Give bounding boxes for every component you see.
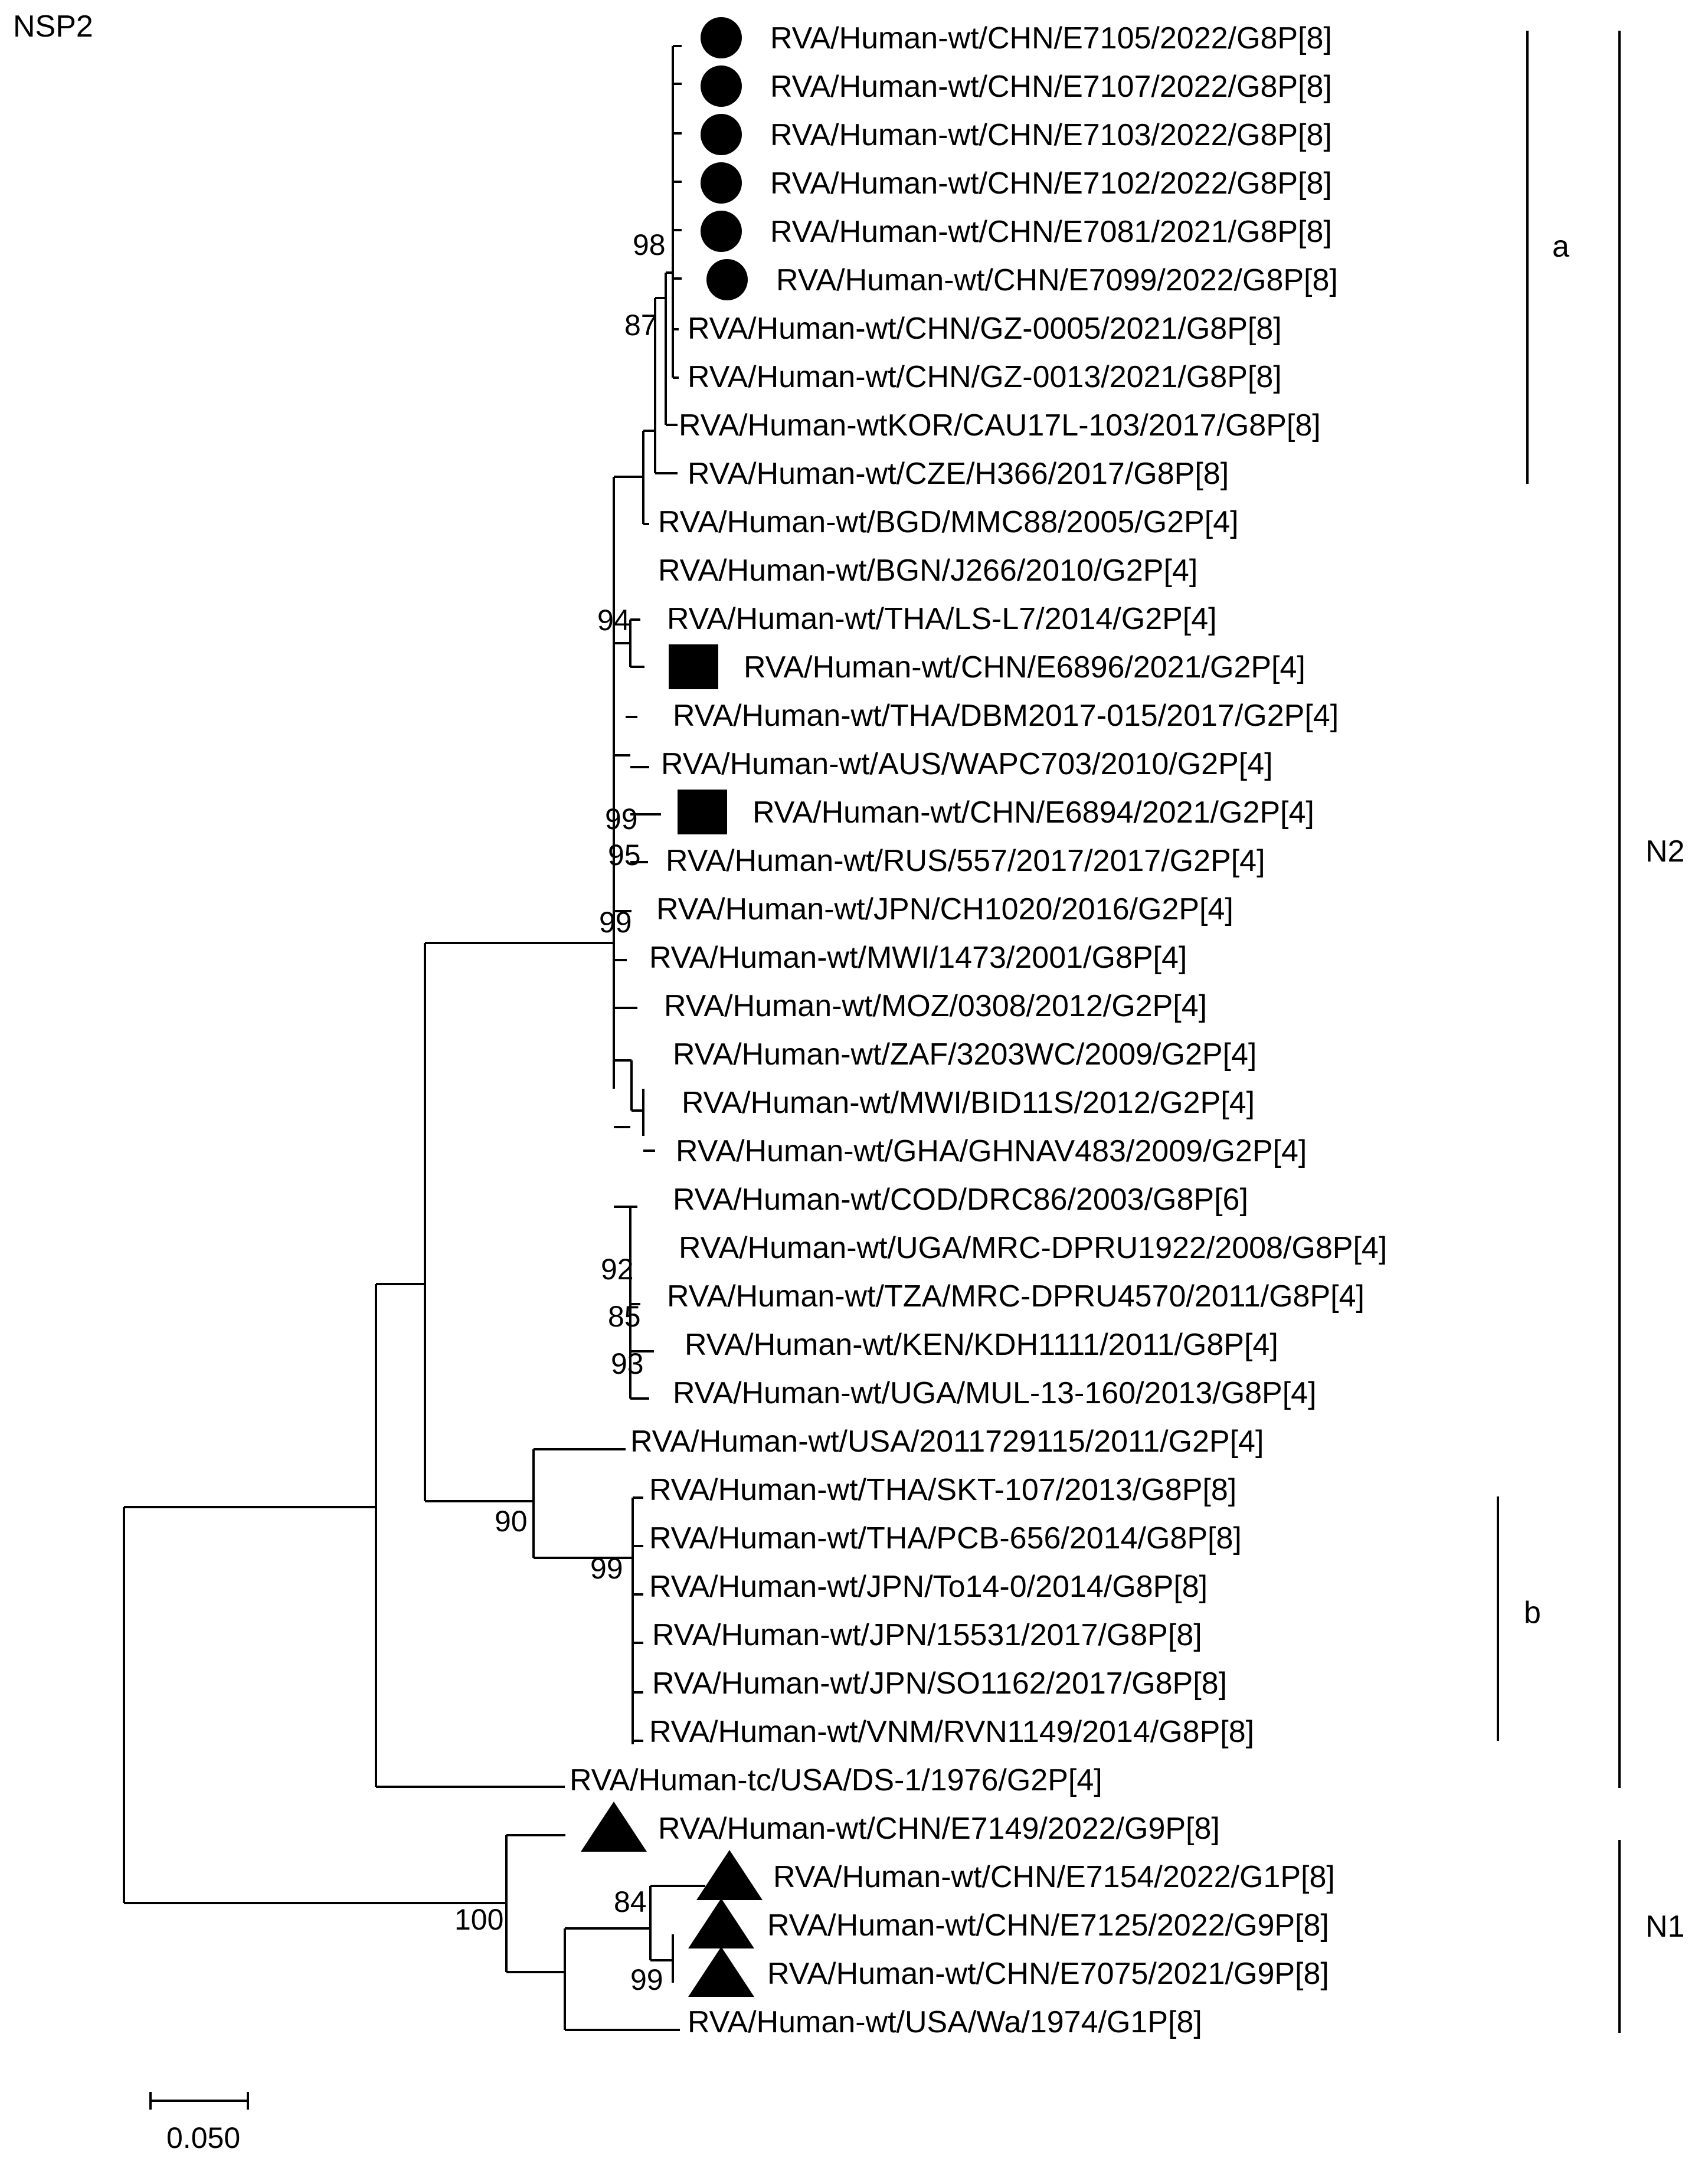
- filled-circle-marker: [701, 211, 742, 252]
- filled-square-marker: [678, 790, 727, 834]
- filled-square-marker: [669, 644, 718, 689]
- taxon-label: RVA/Human-wt/CHN/E7103/2022/G8P[8]: [770, 118, 1332, 152]
- filled-triangle-marker: [688, 1898, 754, 1948]
- taxon-label: RVA/Human-wt/TZA/MRC-DPRU4570/2011/G8P[4…: [667, 1279, 1365, 1314]
- filled-circle-marker: [706, 259, 748, 300]
- taxon-label: RVA/Human-wt/JPN/15531/2017/G8P[8]: [652, 1618, 1202, 1652]
- bootstrap-value: 85: [608, 1300, 641, 1333]
- taxon-label: RVA/Human-wt/JPN/SO1162/2017/G8P[8]: [652, 1666, 1227, 1701]
- bootstrap-value: 95: [608, 839, 641, 872]
- taxon-label: RVA/Human-wt/AUS/WAPC703/2010/G2P[4]: [661, 747, 1273, 781]
- bootstrap-value: 87: [624, 309, 657, 342]
- bootstrap-value: 99: [590, 1552, 623, 1585]
- taxon-label: RVA/Human-wt/ZAF/3203WC/2009/G2P[4]: [673, 1037, 1257, 1072]
- bootstrap-value: 94: [597, 604, 630, 637]
- taxon-label: RVA/Human-wt/JPN/To14-0/2014/G8P[8]: [649, 1570, 1208, 1604]
- taxon-label: RVA/Human-wt/THA/SKT-107/2013/G8P[8]: [649, 1473, 1236, 1507]
- bootstrap-value: 99: [599, 906, 632, 939]
- taxon-label: RVA/Human-wt/USA/2011729115/2011/G2P[4]: [630, 1424, 1264, 1459]
- scale-bar-label: 0.050: [166, 2121, 240, 2154]
- filled-triangle-marker: [696, 1850, 763, 1900]
- taxon-label: RVA/Human-wt/VNM/RVN1149/2014/G8P[8]: [649, 1715, 1254, 1749]
- taxon-label: RVA/Human-wt/USA/Wa/1974/G1P[8]: [688, 2005, 1202, 2039]
- taxon-label: RVA/Human-wt/MWI/BID11S/2012/G2P[4]: [682, 1086, 1255, 1120]
- taxon-label: RVA/Human-wt/CHN/E7125/2022/G9P[8]: [767, 1908, 1329, 1943]
- clade-a-label: a: [1552, 230, 1569, 264]
- taxon-label: RVA/Human-wt/CHN/E7099/2022/G8P[8]: [776, 263, 1338, 297]
- taxon-label: RVA/Human-wt/CHN/E6894/2021/G2P[4]: [752, 795, 1314, 830]
- taxon-label: RVA/Human-wtKOR/CAU17L-103/2017/G8P[8]: [679, 408, 1321, 443]
- taxon-label: RVA/Human-wt/THA/DBM2017-015/2017/G2P[4]: [673, 699, 1339, 733]
- taxon-label: RVA/Human-wt/MOZ/0308/2012/G2P[4]: [664, 989, 1207, 1023]
- taxon-label: RVA/Human-wt/CHN/GZ-0005/2021/G8P[8]: [688, 312, 1282, 346]
- taxon-label: RVA/Human-wt/KEN/KDH1111/2011/G8P[4]: [685, 1328, 1278, 1362]
- taxon-label: RVA/Human-wt/CHN/E7081/2021/G8P[8]: [770, 215, 1332, 249]
- scale-bar: 0.050: [149, 2092, 249, 2154]
- taxon-label: RVA/Human-wt/CHN/E7107/2022/G8P[8]: [770, 70, 1332, 104]
- bootstrap-value: 99: [605, 803, 638, 836]
- taxon-label: RVA/Human-wt/CHN/E6896/2021/G2P[4]: [744, 650, 1305, 685]
- clade-n1-label: N1: [1645, 1910, 1684, 1944]
- taxon-label: RVA/Human-wt/CHN/E7149/2022/G9P[8]: [658, 1812, 1220, 1846]
- taxon-label: RVA/Human-wt/GHA/GHNAV483/2009/G2P[4]: [676, 1134, 1307, 1168]
- taxon-label: RVA/Human-wt/CHN/GZ-0013/2021/G8P[8]: [688, 360, 1282, 394]
- taxon-label: RVA/Human-wt/CHN/E7075/2021/G9P[8]: [767, 1957, 1329, 1991]
- taxon-label: RVA/Human-wt/MWI/1473/2001/G8P[4]: [649, 941, 1187, 975]
- taxon-label: RVA/Human-wt/COD/DRC86/2003/G8P[6]: [673, 1183, 1248, 1217]
- taxon-label: RVA/Human-wt/CHN/E7102/2022/G8P[8]: [770, 166, 1332, 201]
- clade-brackets: a b N2 N1: [1497, 31, 1684, 2033]
- bootstrap-value: 90: [495, 1505, 528, 1538]
- clade-n2-label: N2: [1645, 834, 1684, 869]
- tree-branches: [123, 45, 705, 2031]
- taxon-label: RVA/Human-wt/CHN/E7105/2022/G8P[8]: [770, 21, 1332, 55]
- filled-circle-marker: [701, 17, 742, 58]
- taxon-label: RVA/Human-tc/USA/DS-1/1976/G2P[4]: [570, 1763, 1102, 1797]
- bootstrap-value: 98: [633, 228, 666, 261]
- filled-circle-marker: [701, 66, 742, 107]
- taxon-label: RVA/Human-wt/THA/LS-L7/2014/G2P[4]: [667, 602, 1217, 636]
- bootstrap-value: 93: [611, 1347, 644, 1380]
- panel-title: NSP2: [13, 9, 93, 44]
- filled-circle-marker: [701, 114, 742, 155]
- bootstrap-value: 92: [601, 1253, 634, 1286]
- taxon-label: RVA/Human-wt/BGN/J266/2010/G2P[4]: [658, 554, 1197, 588]
- taxon-label: RVA/Human-wt/CHN/E7154/2022/G1P[8]: [773, 1860, 1335, 1894]
- taxon-label: RVA/Human-wt/THA/PCB-656/2014/G8P[8]: [649, 1521, 1242, 1555]
- taxon-label: RVA/Human-wt/UGA/MUL-13-160/2013/G8P[4]: [673, 1376, 1317, 1410]
- filled-circle-marker: [701, 162, 742, 204]
- clade-b-label: b: [1524, 1596, 1541, 1630]
- taxon-label: RVA/Human-wt/BGD/MMC88/2005/G2P[4]: [658, 505, 1239, 539]
- filled-triangle-marker: [688, 1947, 754, 1997]
- bootstrap-value: 84: [614, 1885, 647, 1918]
- filled-triangle-marker: [581, 1802, 647, 1852]
- taxon-label: RVA/Human-wt/CZE/H366/2017/G8P[8]: [688, 457, 1229, 491]
- bootstrap-value: 100: [454, 1903, 503, 1936]
- bootstrap-value: 99: [630, 1963, 663, 1996]
- taxa-labels: RVA/Human-wt/CHN/E7105/2022/G8P[8] RVA/Hu…: [570, 17, 1387, 2039]
- taxon-label: RVA/Human-wt/JPN/CH1020/2016/G2P[4]: [656, 892, 1233, 926]
- taxon-label: RVA/Human-wt/RUS/557/2017/2017/G2P[4]: [666, 844, 1265, 878]
- taxon-label: RVA/Human-wt/UGA/MRC-DPRU1922/2008/G8P[4…: [679, 1231, 1387, 1265]
